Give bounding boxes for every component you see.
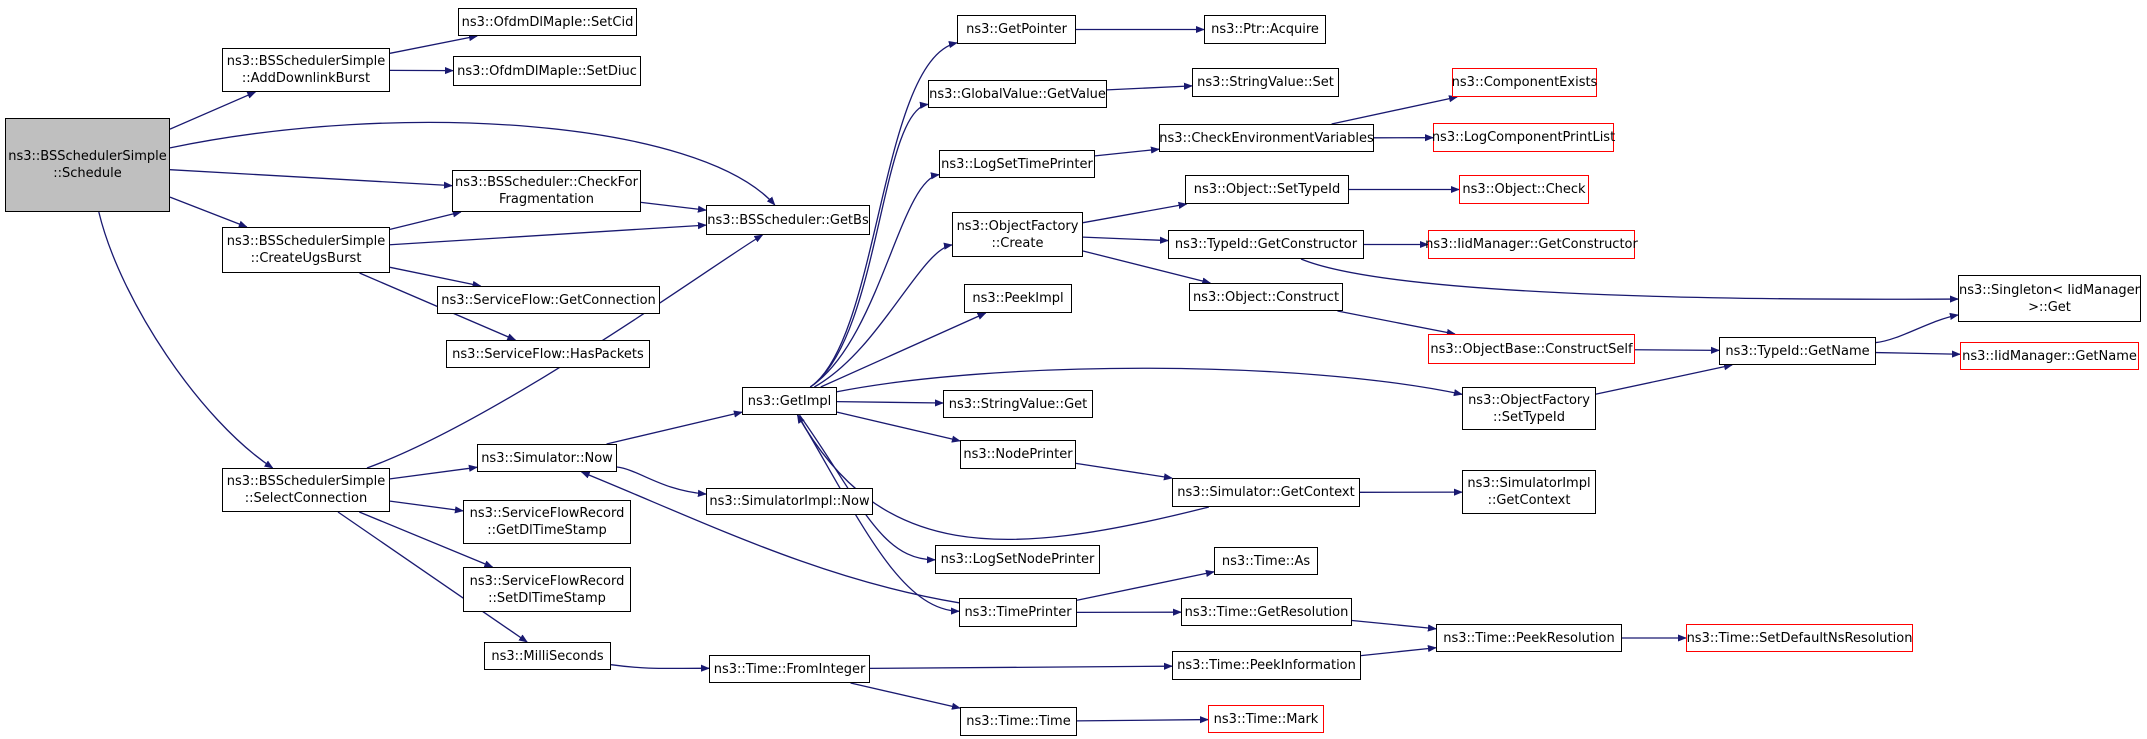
call-edge-n7-n6 — [389, 222, 707, 246]
function-node[interactable]: ns3::OfdmDlMapIe::SetDiuc — [453, 56, 641, 86]
call-edge-n32-n49 — [1300, 258, 1959, 303]
call-edge-n14-n17 — [610, 664, 710, 672]
call-edge-n27-n38 — [1076, 716, 1209, 724]
call-edge-n37-n46 — [1360, 645, 1437, 657]
function-node[interactable]: ns3::TypeId::GetName — [1719, 337, 1876, 365]
call-edge-n1-n5 — [169, 169, 453, 189]
call-edge-n10-n12 — [389, 500, 464, 514]
function-node[interactable]: ns3::Object::Construct — [1189, 283, 1343, 311]
function-node[interactable]: ns3::GetImpl — [742, 387, 837, 415]
call-edge-n26-n11 — [580, 471, 960, 604]
call-edge-n33-n43 — [1337, 310, 1456, 336]
function-node[interactable]: ns3::Singleton< IidManager >::Get — [1958, 275, 2141, 322]
call-edge-n16-n22 — [820, 312, 987, 388]
call-edge-n21-n31 — [1082, 201, 1188, 224]
function-node[interactable]: ns3::CheckEnvironmentVariables — [1159, 124, 1374, 152]
call-edge-n26-n35 — [1076, 569, 1215, 601]
function-node[interactable]: ns3::Time::Mark — [1208, 705, 1324, 733]
root-function-node[interactable]: ns3::BSSchedulerSimple ::Schedule — [5, 118, 170, 212]
function-node[interactable]: ns3::Time::FromInteger — [709, 655, 870, 683]
call-edge-n21-n32 — [1082, 236, 1169, 244]
call-edge-n16-n20 — [809, 172, 940, 388]
call-edge-n1-n7 — [169, 196, 248, 228]
function-node[interactable]: ns3::ServiceFlow::HasPackets — [446, 340, 650, 368]
call-edge-n2-n3 — [389, 34, 478, 54]
function-node[interactable]: ns3::ObjectFactory ::SetTypeId — [1462, 387, 1596, 430]
call-edge-n16-n19 — [809, 101, 929, 388]
call-edge-n44-n47 — [1595, 363, 1734, 395]
call-edge-n7-n8 — [389, 266, 482, 288]
function-node[interactable]: ns3::Time::SetDefaultNsResolution — [1686, 624, 1913, 652]
function-node[interactable]: ns3::Time::PeekResolution — [1436, 624, 1622, 652]
function-node[interactable]: ns3::MilliSeconds — [484, 642, 611, 670]
function-node[interactable]: ns3::SimulatorImpl ::GetContext — [1462, 470, 1596, 514]
call-edge-n7-n5 — [389, 210, 462, 231]
call-edge-n34-n16 — [796, 414, 1210, 541]
function-node[interactable]: ns3::StringValue::Set — [1192, 68, 1339, 97]
call-edge-n16-n23 — [836, 399, 944, 407]
call-edge-n30-n39 — [1331, 95, 1458, 125]
call-edge-n10-n14 — [337, 511, 528, 643]
function-node[interactable]: ns3::ServiceFlowRecord ::SetDlTimeStamp — [463, 567, 631, 612]
function-node[interactable]: ns3::NodePrinter — [960, 440, 1076, 469]
function-node[interactable]: ns3::GetPointer — [957, 15, 1076, 44]
call-edge-n36-n46 — [1351, 619, 1437, 632]
function-node[interactable]: ns3::LogSetTimePrinter — [939, 150, 1095, 178]
function-node[interactable]: ns3::BSSchedulerSimple ::SelectConnectio… — [222, 468, 390, 512]
call-edge-n17-n27 — [850, 682, 961, 710]
call-edge-n19-n29 — [1106, 82, 1193, 91]
function-node[interactable]: ns3::BSScheduler::GetBs — [706, 205, 870, 235]
call-edge-n10-n13 — [359, 511, 494, 568]
function-node[interactable]: ns3::TypeId::GetConstructor — [1168, 230, 1364, 259]
function-node[interactable]: ns3::OfdmDlMapIe::SetCid — [458, 8, 637, 36]
function-node[interactable]: ns3::ObjectBase::ConstructSelf — [1428, 334, 1635, 364]
function-node[interactable]: ns3::BSScheduler::CheckFor Fragmentation — [452, 170, 641, 212]
function-node[interactable]: ns3::Time::PeekInformation — [1172, 651, 1361, 680]
call-edge-n20-n30 — [1094, 146, 1160, 157]
function-node[interactable]: ns3::IidManager::GetName — [1960, 342, 2139, 370]
function-node[interactable]: ns3::GlobalValue::GetValue — [928, 80, 1107, 108]
call-edge-n47-n49 — [1875, 312, 1959, 344]
function-node[interactable]: ns3::StringValue::Get — [943, 390, 1093, 418]
call-edge-n16-n44 — [836, 367, 1463, 397]
function-node[interactable]: ns3::Simulator::GetContext — [1172, 478, 1360, 507]
call-edge-n1-n6 — [169, 121, 776, 206]
function-node[interactable]: ns3::BSSchedulerSimple ::CreateUgsBurst — [222, 227, 390, 273]
call-edge-n16-n18 — [809, 41, 958, 388]
function-node[interactable]: ns3::ObjectFactory ::Create — [952, 212, 1083, 257]
function-node[interactable]: ns3::Object::SetTypeId — [1185, 175, 1349, 204]
call-edge-n43-n47 — [1634, 346, 1720, 354]
function-node[interactable]: ns3::Simulator::Now — [477, 444, 617, 472]
function-node[interactable]: ns3::Time::As — [1214, 547, 1318, 575]
call-edge-n10-n11 — [389, 464, 478, 480]
function-node[interactable]: ns3::LogComponentPrintList — [1432, 123, 1615, 152]
call-edge-n16-n25 — [798, 414, 936, 564]
function-node[interactable]: ns3::ServiceFlow::GetConnection — [437, 286, 660, 314]
function-node[interactable]: ns3::BSSchedulerSimple ::AddDownlinkBurs… — [222, 48, 390, 92]
function-node[interactable]: ns3::TimePrinter — [959, 598, 1077, 627]
function-node[interactable]: ns3::SimulatorImpl::Now — [706, 488, 873, 515]
call-edge-n1-n10 — [98, 211, 274, 469]
function-node[interactable]: ns3::ServiceFlowRecord ::GetDlTimeStamp — [463, 500, 631, 544]
call-edge-n24-n34 — [1075, 462, 1173, 481]
call-edge-n16-n21 — [814, 242, 953, 388]
call-edge-n11-n16 — [606, 410, 743, 445]
function-node[interactable]: ns3::ComponentExists — [1452, 68, 1597, 97]
function-node[interactable]: ns3::Object::Check — [1459, 175, 1589, 204]
function-node[interactable]: ns3::Time::Time — [960, 707, 1077, 736]
function-node[interactable]: ns3::PeekImpl — [964, 284, 1072, 313]
function-node[interactable]: ns3::LogSetNodePrinter — [935, 545, 1100, 574]
function-node[interactable]: ns3::Time::GetResolution — [1181, 598, 1352, 626]
call-edge-n11-n15 — [616, 466, 707, 497]
call-edge-n47-n50 — [1875, 350, 1961, 358]
call-edge-n16-n26 — [797, 414, 960, 615]
call-edge-n16-n24 — [836, 411, 961, 443]
call-edge-n1-n2 — [169, 91, 257, 130]
call-edge-n5-n6 — [640, 201, 707, 213]
call-edge-n17-n37 — [869, 662, 1173, 670]
function-node[interactable]: ns3::Ptr::Acquire — [1204, 15, 1326, 44]
function-node[interactable]: ns3::IidManager::GetConstructor — [1425, 230, 1638, 259]
call-edge-n21-n33 — [1082, 250, 1212, 285]
